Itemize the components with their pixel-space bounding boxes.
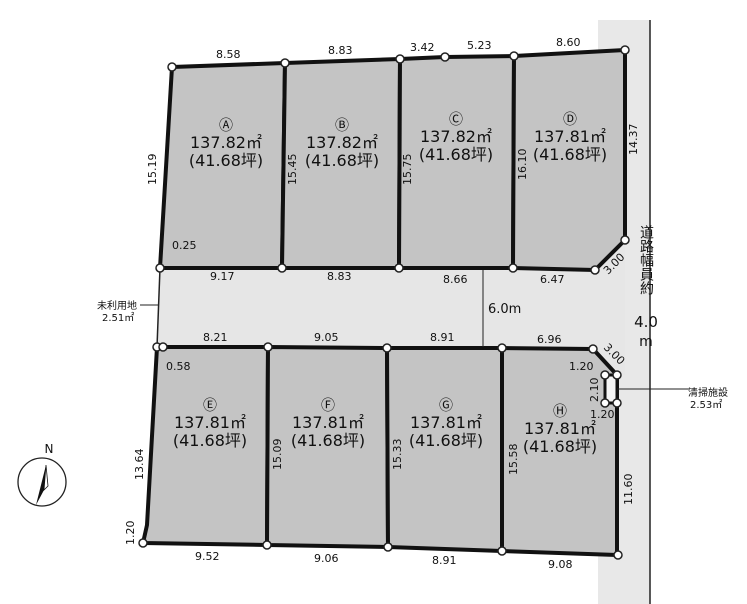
svg-text:(41.68坪): (41.68坪) <box>523 437 597 456</box>
svg-text:137.81㎡: 137.81㎡ <box>534 127 606 146</box>
svg-text:9.06: 9.06 <box>314 552 339 565</box>
svg-text:Ⓗ: Ⓗ <box>553 404 567 420</box>
svg-text:3.42: 3.42 <box>410 41 435 54</box>
cleaning-facility-area: 2.53㎡ <box>690 399 722 411</box>
svg-text:Ⓖ: Ⓖ <box>439 398 453 414</box>
lot-e <box>141 345 270 547</box>
survey-points <box>138 45 630 560</box>
svg-text:Ⓓ: Ⓓ <box>563 112 577 128</box>
svg-text:8.60: 8.60 <box>556 36 581 49</box>
svg-text:15.58: 15.58 <box>507 444 520 476</box>
svg-text:15.19: 15.19 <box>146 154 159 186</box>
svg-text:15.45: 15.45 <box>286 154 299 186</box>
svg-text:8.91: 8.91 <box>430 331 455 344</box>
private-road <box>157 240 625 375</box>
svg-text:15.75: 15.75 <box>401 154 414 186</box>
svg-text:14.37: 14.37 <box>627 124 640 156</box>
svg-text:(41.68坪): (41.68坪) <box>409 431 483 450</box>
svg-text:5.23: 5.23 <box>467 39 492 52</box>
svg-text:8.21: 8.21 <box>203 331 228 344</box>
svg-text:Ⓒ: Ⓒ <box>449 112 463 128</box>
svg-text:(41.68坪): (41.68坪) <box>419 145 493 164</box>
svg-text:道路幅員約: 道路幅員約 <box>638 225 654 296</box>
svg-text:(41.68坪): (41.68坪) <box>291 431 365 450</box>
svg-text:(41.68坪): (41.68坪) <box>189 151 263 170</box>
svg-text:8.83: 8.83 <box>327 270 352 283</box>
svg-text:6.96: 6.96 <box>537 333 562 346</box>
svg-text:9.17: 9.17 <box>210 270 235 283</box>
svg-text:N: N <box>45 442 54 456</box>
svg-text:m: m <box>639 334 653 350</box>
svg-text:2.10: 2.10 <box>588 378 601 403</box>
svg-text:Ⓔ: Ⓔ <box>203 398 217 414</box>
svg-text:9.08: 9.08 <box>548 558 573 571</box>
lot-d <box>511 48 627 272</box>
svg-text:16.10: 16.10 <box>516 149 529 181</box>
svg-text:8.58: 8.58 <box>216 48 241 61</box>
svg-text:13.64: 13.64 <box>133 449 146 481</box>
svg-text:15.33: 15.33 <box>391 439 404 471</box>
svg-text:11.60: 11.60 <box>622 474 635 506</box>
north-compass-icon: N <box>17 442 67 507</box>
svg-text:137.82㎡: 137.82㎡ <box>190 133 262 152</box>
svg-text:137.81㎡: 137.81㎡ <box>524 419 596 438</box>
svg-text:1.20: 1.20 <box>569 360 594 373</box>
cleaning-facility-label: 清掃施設 <box>688 386 728 399</box>
svg-text:8.91: 8.91 <box>432 554 457 567</box>
unused-land-strip <box>156 267 161 348</box>
svg-text:1.20: 1.20 <box>590 408 615 421</box>
svg-text:137.81㎡: 137.81㎡ <box>174 413 246 432</box>
svg-text:(41.68坪): (41.68坪) <box>533 145 607 164</box>
svg-text:9.52: 9.52 <box>195 550 220 563</box>
svg-text:137.82㎡: 137.82㎡ <box>420 127 492 146</box>
svg-text:137.81㎡: 137.81㎡ <box>292 413 364 432</box>
svg-text:15.09: 15.09 <box>271 439 284 471</box>
side-road-label: 道路幅員約 4.0 m <box>634 225 658 350</box>
svg-text:8.66: 8.66 <box>443 273 468 286</box>
lot-h <box>500 346 619 557</box>
unused-land-label: 未利用地 <box>97 299 137 312</box>
svg-text:6.47: 6.47 <box>540 273 565 286</box>
svg-text:0.25: 0.25 <box>172 239 197 252</box>
road-width-label: 6.0m <box>488 302 521 317</box>
svg-text:(41.68坪): (41.68坪) <box>173 431 247 450</box>
svg-text:1.20: 1.20 <box>124 521 137 546</box>
svg-text:9.05: 9.05 <box>314 331 339 344</box>
svg-text:0.58: 0.58 <box>166 360 191 373</box>
svg-text:137.82㎡: 137.82㎡ <box>306 133 378 152</box>
svg-text:(41.68坪): (41.68坪) <box>305 151 379 170</box>
unused-land-area: 2.51㎡ <box>102 312 134 324</box>
svg-text:137.81㎡: 137.81㎡ <box>410 413 482 432</box>
svg-text:Ⓑ: Ⓑ <box>335 118 349 134</box>
svg-text:4.0: 4.0 <box>634 313 658 331</box>
svg-text:Ⓕ: Ⓕ <box>321 398 335 414</box>
svg-text:8.83: 8.83 <box>328 44 353 57</box>
svg-text:Ⓐ: Ⓐ <box>219 118 233 134</box>
